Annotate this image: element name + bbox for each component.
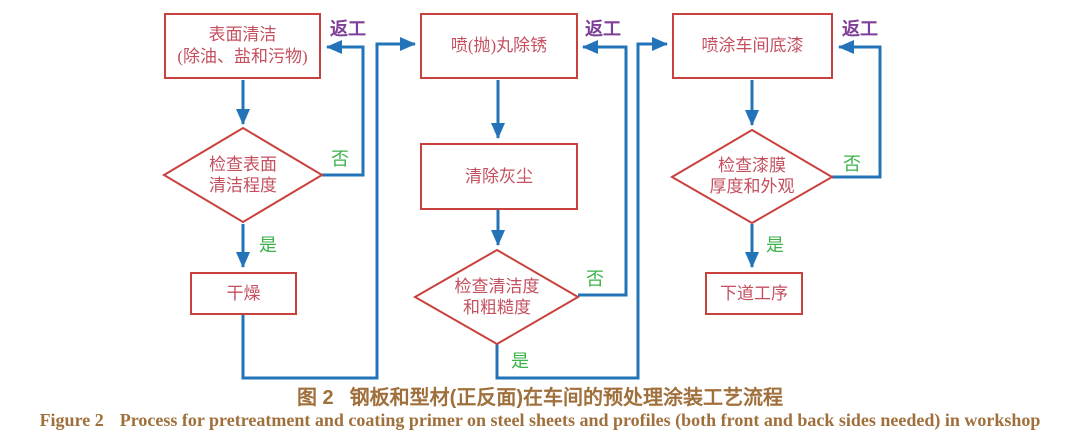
no-label-3: 否 [843,154,861,174]
figure-caption-zh-number: 图 2 [296,387,334,409]
decision-text-clean-rough: 检查清洁度 和粗糙度 [454,277,540,317]
process-box-label: 喷涂车间底漆 [701,36,804,55]
process-box-surface-clean: 表面清洁 (除油、盐和污物) [164,13,321,79]
figure-caption-en-text: Process for pretreatment and coating pri… [119,410,1041,430]
no-label-2: 否 [586,269,604,289]
decision-diamond-film [670,128,834,225]
figure-caption-zh-text: 钢板和型材(正反面)在车间的预处理涂装工艺流程 [349,387,783,409]
yes-label-1: 是 [259,235,277,255]
forward-check2-to-primer [495,37,668,380]
yes-label-3: 是 [766,235,784,255]
figure-caption-zh: 图 2 钢板和型材(正反面)在车间的预处理涂装工艺流程 [0,381,1080,410]
process-box-shot-blast: 喷(抛)丸除锈 [420,13,578,79]
decision-diamond-surface [162,126,324,224]
yes-label-2: 是 [511,351,529,371]
process-box-dry: 干燥 [190,272,297,315]
process-box-label: 干燥 [226,283,261,303]
forward-dry-to-shotblast [241,37,416,380]
rework-loop-3 [832,40,882,179]
process-box-label: 下道工序 [720,283,788,303]
process-box-next-step: 下道工序 [705,272,803,315]
no-label-1: 否 [331,149,349,169]
figure-caption-en-number: Figure 2 [39,410,104,430]
rework-label-1: 返工 [330,19,366,39]
rework-loop-2 [578,40,628,297]
rework-label-3: 返工 [842,19,878,39]
process-box-label: (除油、盐和污物) [177,47,308,66]
figure-caption-en: Figure 2 Process for pretreatment and coa… [0,410,1080,431]
process-box-label: 表面清洁 [208,25,277,44]
decision-text-surface: 检查表面 清洁程度 [209,155,277,195]
decision-diamond-clean-rough [412,248,580,346]
process-box-dust-clean: 清除灰尘 [420,143,578,210]
decision-text-film: 检查漆膜 厚度和外观 [709,156,795,196]
process-box-primer: 喷涂车间底漆 [672,13,833,79]
rework-loop-1 [322,40,365,177]
process-box-label: 清除灰尘 [465,166,533,186]
rework-label-2: 返工 [585,19,621,39]
process-box-label: 喷(抛)丸除锈 [450,36,548,55]
